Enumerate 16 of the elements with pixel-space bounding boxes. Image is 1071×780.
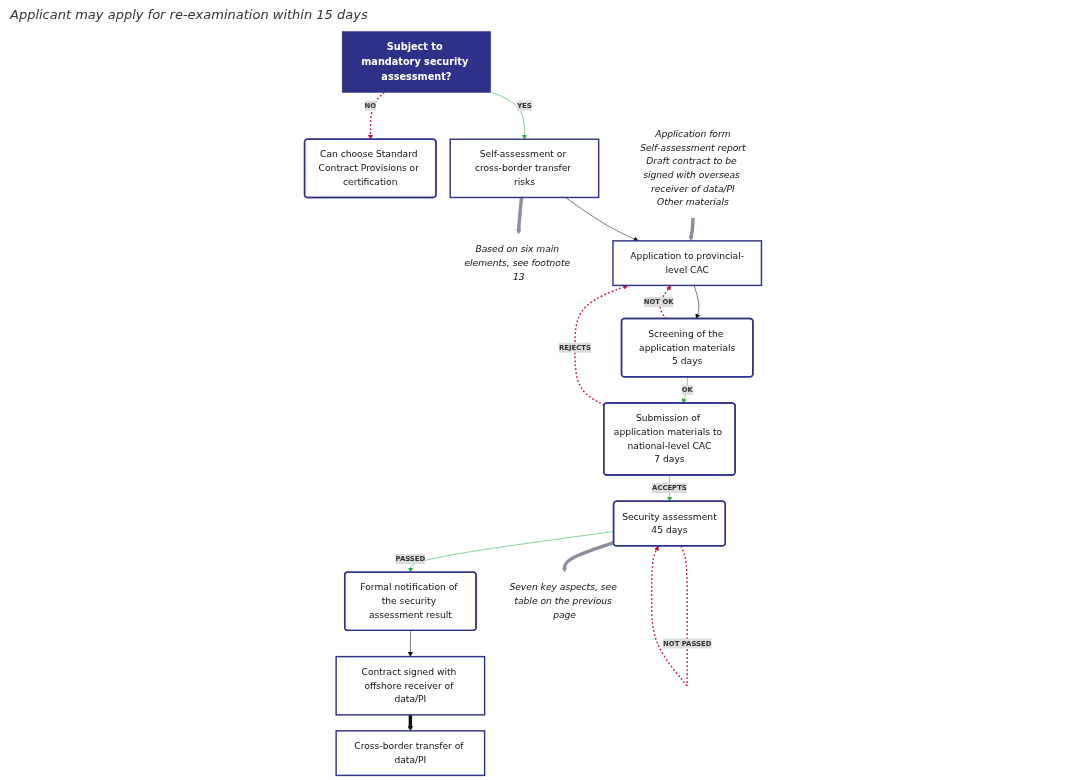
node-text: Application form Self-assessment report Draft contract to be signed with overseas receiver of data/PI Other materials xyxy=(639,128,746,208)
arrow xyxy=(650,545,688,687)
node-box: Self-assessment or cross-border transfer risks xyxy=(449,138,600,199)
node-text: Based on six main elements, see footnote 13 xyxy=(464,243,570,282)
note: Applicant may apply for re-examination within 15 days xyxy=(10,7,368,22)
arrow xyxy=(659,285,671,320)
node-text: Seven key aspects, see table on the previous page xyxy=(509,581,617,621)
arrow xyxy=(515,197,523,235)
arrow xyxy=(573,284,628,406)
arrow xyxy=(367,91,385,140)
arrow xyxy=(688,217,695,242)
node-box: Cross-border transfer of data/PI xyxy=(335,730,485,777)
node-box: Subject to mandatory security assessment? xyxy=(341,31,491,93)
node-box: Application to provincial-level CAC xyxy=(611,240,762,287)
node-box: Contract signed with offshore receiver of data/PI xyxy=(335,655,485,716)
arrow xyxy=(561,541,615,573)
